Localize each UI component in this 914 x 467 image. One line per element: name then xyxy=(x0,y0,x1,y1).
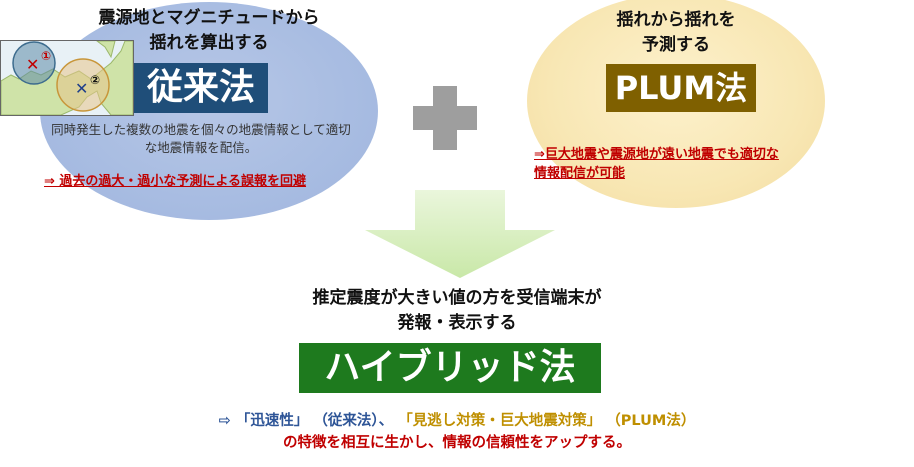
plum-heading-line1: 揺れから揺れを xyxy=(616,10,736,30)
summary-conventional: （従来法）、 xyxy=(313,413,394,429)
conventional-description: 同時発生した複数の地震を個々の地震情報として適切 な地震情報を配信。 xyxy=(2,121,400,157)
conventional-description-line2: な地震情報を配信。 xyxy=(144,140,258,155)
conventional-heading-line2: 揺れを算出する xyxy=(149,33,269,53)
summary-plum: （PLUM法） xyxy=(606,413,696,429)
plum-benefit-line2: 情報配信が可能 xyxy=(534,166,626,181)
plus-icon xyxy=(413,106,477,130)
plum-heading: 揺れから揺れを 予測する xyxy=(527,8,825,58)
epicenter-1-cross-icon: ✕ xyxy=(26,55,40,74)
summary-arrow-icon: ⇨ xyxy=(218,413,231,429)
epicenter-2-label: ② xyxy=(90,73,101,87)
plum-benefit: ⇒巨大地震や震源地が遠い地震でも適切な 情報配信が可能 xyxy=(534,145,874,183)
plum-method-label: PLUM法 xyxy=(606,64,756,112)
summary-line2: の特徴を相互に生かし、情報の信頼性をアップする。 xyxy=(283,435,631,451)
epicenter-map: ✕ ① ✕ ② xyxy=(0,40,134,116)
result-heading-line2: 発報・表示する xyxy=(397,313,517,333)
conventional-benefit: ⇒ 過去の過大・過小な予測による誤報を回避 xyxy=(44,174,307,189)
conventional-heading-line1: 震源地とマグニチュードから xyxy=(98,8,320,28)
conventional-heading: 震源地とマグニチュードから 揺れを算出する xyxy=(40,6,378,56)
epicenter-1-label: ① xyxy=(41,49,52,63)
epicenter-2-cross-icon: ✕ xyxy=(75,79,89,98)
summary-line1: ⇨ 「迅速性」 （従来法）、 「見逃し対策・巨大地震対策」 （PLUM法） xyxy=(120,410,794,432)
plum-benefit-line1: ⇒巨大地震や震源地が遠い地震でも適切な xyxy=(534,147,779,162)
conventional-method-label: 従来法 xyxy=(134,63,268,113)
summary-missed-quake: 「見逃し対策・巨大地震対策」 xyxy=(398,413,602,429)
down-arrow-icon xyxy=(365,190,555,278)
result-heading: 推定震度が大きい値の方を受信端末が 発報・表示する xyxy=(230,286,684,336)
summary-speed: 「迅速性」 xyxy=(235,413,309,429)
result-heading-line1: 推定震度が大きい値の方を受信端末が xyxy=(312,288,602,308)
conventional-description-line1: 同時発生した複数の地震を個々の地震情報として適切 xyxy=(51,122,351,137)
map-illustration xyxy=(1,41,133,115)
hybrid-method-label: ハイブリッド法 xyxy=(299,343,601,393)
plum-heading-line2: 予測する xyxy=(642,35,710,55)
